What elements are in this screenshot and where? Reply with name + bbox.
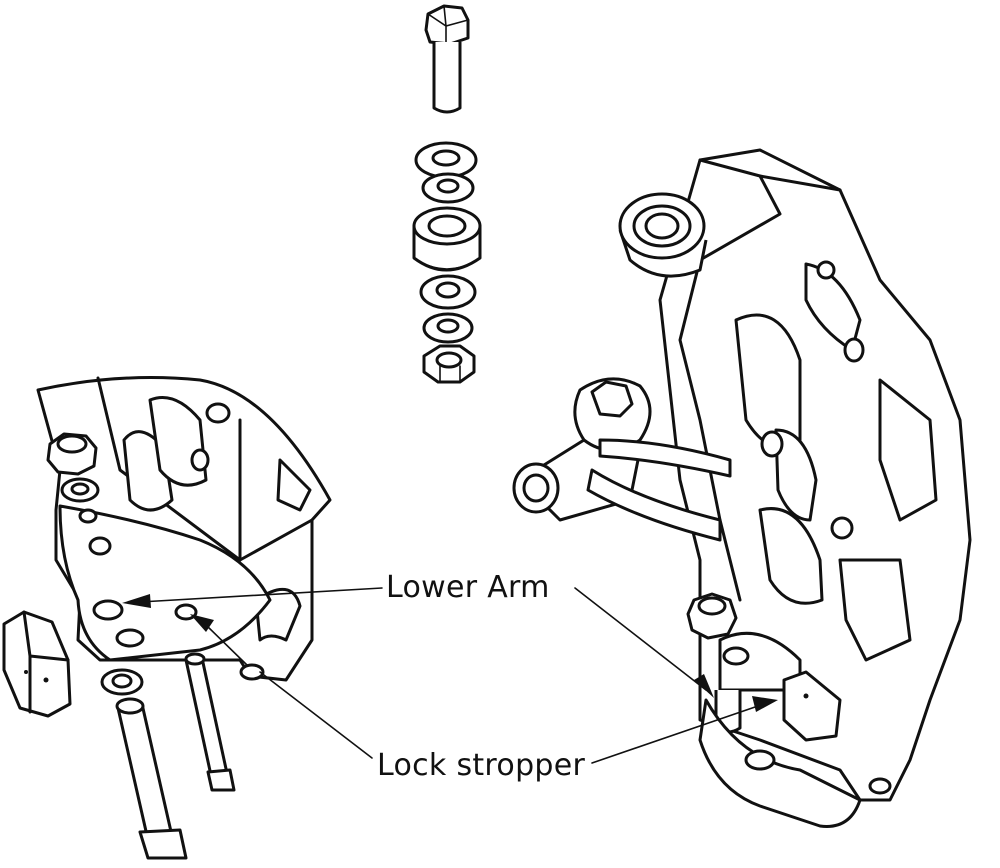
- leader-lock-stopper-left-arrow-line: [204, 623, 249, 667]
- lower-arm-hole-1: [92, 599, 124, 621]
- arrowhead-left-2: [190, 614, 214, 632]
- hex-nut: [422, 344, 476, 384]
- washer-2: [421, 172, 475, 204]
- right-nut-and-pin: [686, 592, 892, 828]
- arrowhead-right-2: [752, 696, 778, 712]
- leader-lower-arm-left: [139, 587, 383, 603]
- upper-bushing: [618, 192, 708, 278]
- label-lower-arm: Lower Arm: [386, 570, 550, 605]
- steering-arm-bolt: [512, 377, 732, 542]
- left-nut-and-washer: [46, 432, 100, 503]
- washer-4: [422, 312, 474, 344]
- washer-1: [414, 141, 478, 179]
- leader-lower-arm-right: [574, 587, 707, 691]
- hex-spacer: [2, 610, 72, 718]
- arrowhead-left-1: [122, 594, 151, 608]
- label-lock-stopper: Lock stropper: [377, 748, 586, 783]
- leader-lock-stopper-right: [591, 705, 759, 764]
- spherical-bearing: [412, 206, 482, 272]
- lower-arm-hole-2: [174, 603, 198, 621]
- center-bolt-stack: [412, 4, 482, 384]
- leader-lock-stopper-left: [259, 671, 373, 759]
- arrowhead-right-1: [694, 674, 714, 698]
- washer-3: [419, 274, 477, 310]
- left-pins: [100, 652, 236, 860]
- lower-arm-leaders: [122, 587, 714, 698]
- lock-stopper-leaders: [190, 614, 778, 764]
- hex-bolt: [424, 4, 470, 114]
- left-knuckle: [36, 376, 332, 682]
